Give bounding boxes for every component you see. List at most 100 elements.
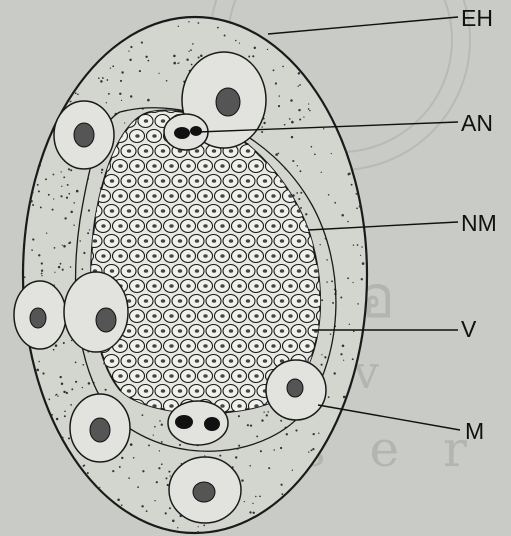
stipple-dot xyxy=(361,401,363,403)
stipple-dot xyxy=(84,59,86,61)
stipple-dot xyxy=(44,490,46,492)
stipple-dot xyxy=(309,110,310,111)
nuclear-cell-dot xyxy=(212,149,216,153)
nuclear-cell-dot xyxy=(110,269,114,273)
nuclear-cell-dot xyxy=(254,194,258,198)
nuclear-cell-dot xyxy=(169,374,173,378)
nuclear-cell-dot xyxy=(110,179,114,183)
stipple-dot xyxy=(51,414,53,416)
stipple-dot xyxy=(56,418,59,421)
stipple-dot xyxy=(354,428,357,431)
nuclear-cell-dot xyxy=(280,209,284,213)
nuclear-cell-dot xyxy=(144,359,148,363)
nuclear-cell-dot xyxy=(195,389,199,393)
stipple-dot xyxy=(115,17,116,18)
nuclear-cell-dot xyxy=(280,239,284,243)
stipple-dot xyxy=(89,229,90,230)
stipple-dot xyxy=(318,433,319,434)
nuclear-cell-dot xyxy=(161,149,165,153)
stipple-dot xyxy=(74,44,75,45)
stipple-dot xyxy=(86,50,88,52)
stipple-dot xyxy=(32,204,34,206)
stipple-dot xyxy=(67,184,69,186)
stipple-dot xyxy=(75,362,77,364)
stipple-dot xyxy=(48,399,50,401)
stipple-dot xyxy=(263,412,264,413)
stipple-dot xyxy=(48,73,49,74)
stipple-dot xyxy=(200,54,203,57)
label-eh: EH xyxy=(461,7,493,30)
stipple-dot xyxy=(83,252,85,254)
stipple-dot xyxy=(117,499,120,502)
nuclear-cell-dot xyxy=(246,359,250,363)
nuclear-cell-dot xyxy=(220,404,224,408)
stipple-dot xyxy=(356,193,358,195)
stipple-dot xyxy=(280,420,282,422)
stipple-dot xyxy=(58,266,60,268)
stipple-dot xyxy=(35,115,37,117)
stipple-dot xyxy=(186,58,188,60)
stipple-dot xyxy=(105,389,107,391)
stipple-dot xyxy=(255,496,256,497)
stipple-dot xyxy=(300,207,302,209)
stipple-dot xyxy=(50,494,52,496)
stipple-dot xyxy=(66,46,68,48)
stipple-dot xyxy=(88,382,91,385)
nuclear-cell-dot xyxy=(220,254,224,258)
stipple-dot xyxy=(32,238,34,240)
stipple-dot xyxy=(87,232,89,234)
stipple-dot xyxy=(158,467,160,469)
stipple-dot xyxy=(347,221,349,223)
stipple-dot xyxy=(127,31,129,33)
stipple-dot xyxy=(324,356,326,358)
nuclear-cell-dot xyxy=(144,149,148,153)
stipple-dot xyxy=(66,21,68,23)
stipple-dot xyxy=(38,361,40,363)
stipple-dot xyxy=(328,396,330,398)
stipple-dot xyxy=(190,49,192,51)
stipple-dot xyxy=(56,394,58,396)
stipple-dot xyxy=(37,498,39,500)
stipple-dot xyxy=(337,76,339,78)
stipple-dot xyxy=(261,27,263,29)
stipple-dot xyxy=(64,411,66,413)
stipple-dot xyxy=(298,72,300,74)
nuclear-cell-dot xyxy=(203,194,207,198)
stipple-dot xyxy=(31,126,33,128)
nuclear-cell-dot xyxy=(161,209,165,213)
nuclear-cell-dot xyxy=(178,269,182,273)
nuclear-cell-dot xyxy=(110,209,114,213)
nuclear-cell-dot xyxy=(203,254,207,258)
stipple-dot xyxy=(361,153,362,154)
nuclear-cell-dot xyxy=(297,269,301,273)
stipple-dot xyxy=(256,435,258,437)
stipple-dot xyxy=(338,66,340,68)
stipple-dot xyxy=(298,109,300,111)
nuclear-cell-dot xyxy=(254,164,258,168)
stipple-dot xyxy=(106,42,108,44)
nuclear-cell-dot xyxy=(229,389,233,393)
nuclear-cell-dot xyxy=(254,254,258,258)
stipple-dot xyxy=(52,125,53,126)
stipple-dot xyxy=(139,70,141,72)
nuclear-cell-dot xyxy=(203,344,207,348)
nuclear-cell-dot xyxy=(169,284,173,288)
nuclear-cell-dot xyxy=(186,374,190,378)
stipple-dot xyxy=(353,137,355,139)
nuclear-cell-dot xyxy=(305,254,309,258)
stipple-dot xyxy=(244,501,245,502)
stipple-dot xyxy=(81,474,82,475)
nuclear-cell-dot xyxy=(271,344,275,348)
stipple-dot xyxy=(355,494,357,496)
stipple-dot xyxy=(78,66,79,67)
stipple-dot xyxy=(99,487,100,488)
stipple-dot xyxy=(238,415,240,417)
stipple-dot xyxy=(285,29,287,31)
nuclear-cell-dot xyxy=(246,209,250,213)
nuclear-cell-dot xyxy=(161,389,165,393)
stipple-dot xyxy=(70,169,72,171)
stipple-dot xyxy=(308,103,309,104)
stipple-dot xyxy=(146,510,148,512)
stipple-dot xyxy=(24,202,26,204)
stipple-dot xyxy=(93,522,95,524)
